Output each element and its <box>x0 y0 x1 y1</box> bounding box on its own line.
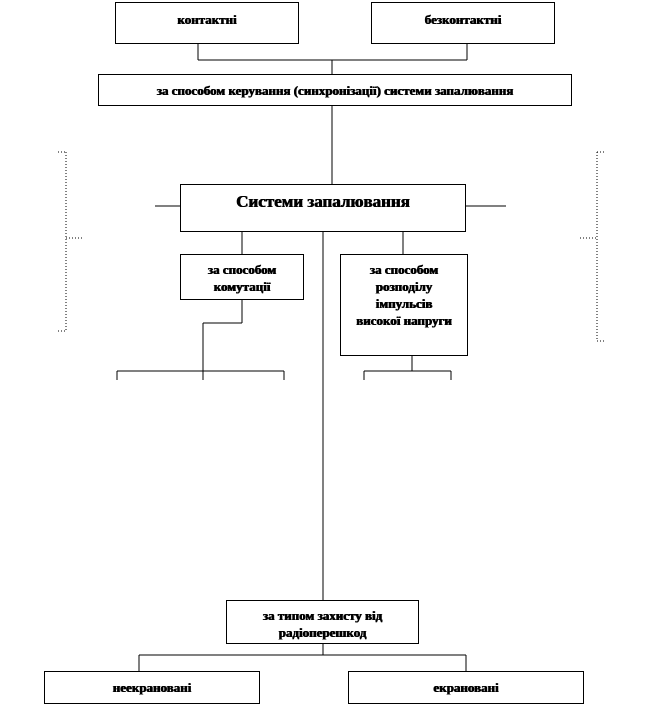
control-method-label: за способом керування (синхронізації) си… <box>156 82 514 98</box>
interference-protection-label: за типом захисту від радіоперешкод <box>262 608 383 640</box>
switching-method-box: за способом комутації <box>180 254 304 300</box>
contact-box: контактні <box>115 2 299 44</box>
unshielded-box: неекрановані <box>44 671 260 704</box>
contactless-label: безконтактні <box>424 12 502 27</box>
contact-label: контактні <box>177 12 237 27</box>
unshielded-label: неекрановані <box>112 680 192 695</box>
interference-protection-box: за типом захисту від радіоперешкод <box>226 600 419 644</box>
shielded-label: екрановані <box>433 680 499 695</box>
ignition-systems-box: Системи запалювання <box>180 184 466 232</box>
contactless-box: безконтактні <box>371 2 555 44</box>
ignition-systems-label: Системи запалювання <box>236 192 410 211</box>
distribution-method-box: за способом розподілу імпульсів високої … <box>340 254 468 356</box>
distribution-method-label: за способом розподілу імпульсів високої … <box>356 262 452 328</box>
switching-method-label: за способом комутації <box>207 262 277 294</box>
control-method-box: за способом керування (синхронізації) си… <box>98 74 572 106</box>
shielded-box: екрановані <box>348 671 584 704</box>
